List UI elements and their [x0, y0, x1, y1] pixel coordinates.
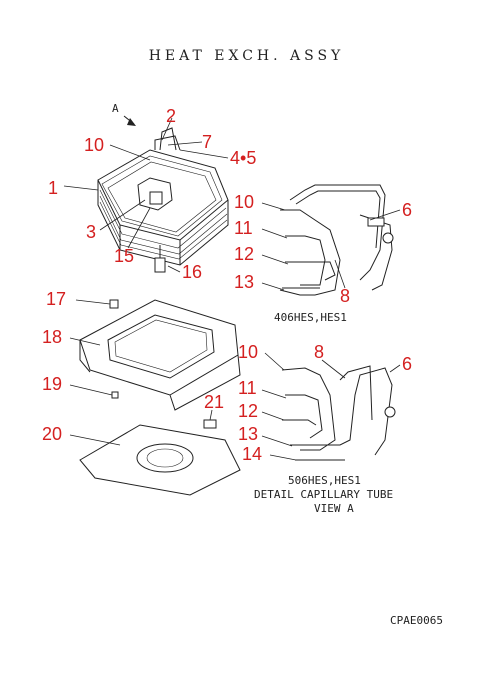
caption-detail-line1: DETAIL CAPILLARY TUBE: [254, 488, 393, 501]
callout-6-406: 6: [402, 200, 412, 220]
callout-19: 19: [42, 374, 62, 394]
base-panel: [79, 419, 241, 496]
page-title: HEAT EXCH. ASSY: [148, 48, 345, 64]
callout-14: 14: [242, 444, 262, 464]
capillary-assembly-406: [279, 184, 394, 296]
view-a-marker: A: [112, 102, 119, 115]
callout-13-406: 13: [234, 272, 254, 292]
drain-pan-frame: [79, 299, 241, 411]
capillary-assembly-506: [281, 365, 396, 461]
leader-lines: [63, 117, 401, 461]
heat-exchanger-coil: [97, 127, 229, 273]
callout-16: 16: [182, 262, 202, 282]
callout-11-506: 11: [238, 378, 257, 398]
callout-3: 3: [86, 222, 96, 242]
callout-10-coil: 10: [84, 135, 104, 155]
callout-10-506: 10: [238, 342, 258, 362]
callout-15: 15: [114, 246, 134, 266]
callout-17: 17: [46, 289, 66, 309]
callout-20: 20: [42, 424, 62, 444]
callout-13-506: 13: [238, 424, 258, 444]
caption-detail-line2: VIEW A: [314, 502, 354, 515]
callout-2: 2: [166, 106, 176, 126]
drawing-code: CPAE0065: [390, 614, 443, 627]
callout-21: 21: [204, 392, 224, 412]
callout-6-506: 6: [402, 354, 412, 374]
callout-8-406: 8: [340, 286, 350, 306]
callout-8-506: 8: [314, 342, 324, 362]
callout-7: 7: [202, 132, 212, 152]
callout-12-406: 12: [234, 244, 254, 264]
callout-18: 18: [42, 327, 62, 347]
view-a-arrow: [123, 115, 136, 126]
callout-11-406: 11: [234, 218, 253, 238]
callout-4-5: 4•5: [230, 148, 256, 168]
callout-12-506: 12: [238, 401, 258, 421]
callout-1: 1: [48, 178, 58, 198]
callout-10-406: 10: [234, 192, 254, 212]
caption-model-506: 506HES,HES1: [288, 474, 361, 487]
caption-model-406: 406HES,HES1: [274, 311, 347, 324]
